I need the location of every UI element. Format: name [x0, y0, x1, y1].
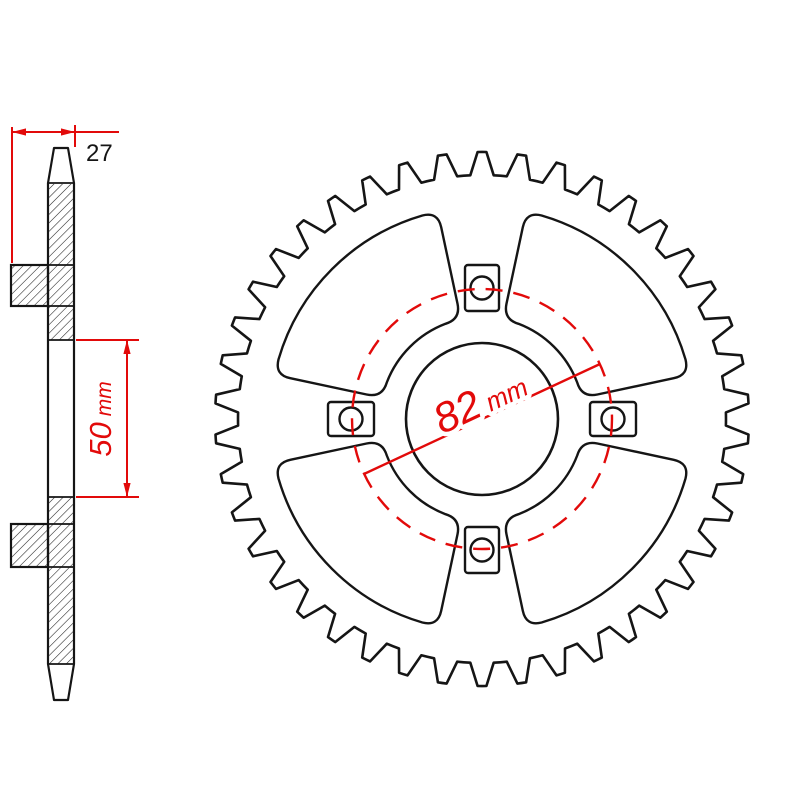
hatch-lower-mid: [48, 497, 74, 524]
dimension-label-50: 50 mm: [83, 381, 118, 456]
arrowhead-up: [123, 340, 131, 354]
hub-lower-outline: [9, 522, 50, 569]
hub-upper-hatch: [11, 265, 74, 306]
hatch-lower: [48, 567, 74, 664]
dimension-length-50: 50 mm: [76, 339, 139, 498]
bolt-holes: [326, 263, 638, 575]
bolt-hole-circle: [469, 275, 495, 301]
lightening-cutout: [276, 213, 460, 397]
lightening-cutouts: [276, 213, 688, 625]
diameter-leader-line: [363, 362, 601, 476]
hatch-upper-mid: [48, 306, 74, 340]
section-boundary-lines: [48, 182, 74, 665]
bolt-hole: [463, 263, 501, 313]
bolt-hole: [463, 525, 501, 575]
dimension-unit: mm: [93, 381, 116, 416]
lightening-cutout: [504, 441, 688, 625]
front-view: 82mm: [214, 150, 750, 688]
hub-upper-outline: [9, 263, 50, 308]
dimension-width-27: 27: [11, 125, 119, 263]
arrowhead-right: [61, 128, 75, 136]
cross-section-view: [9, 146, 76, 702]
dimension-value: 50: [83, 422, 118, 456]
arrowhead-down: [123, 483, 131, 497]
dimension-label-27: 27: [86, 140, 113, 167]
lightening-cutout: [276, 441, 460, 625]
lightening-cutout: [504, 213, 688, 397]
arrowhead-left: [12, 128, 26, 136]
bolt-circle-dashed: [350, 287, 614, 551]
hub-lower-hatch: [11, 524, 74, 567]
bolt-hole: [326, 400, 376, 438]
hatch-upper: [48, 184, 74, 265]
